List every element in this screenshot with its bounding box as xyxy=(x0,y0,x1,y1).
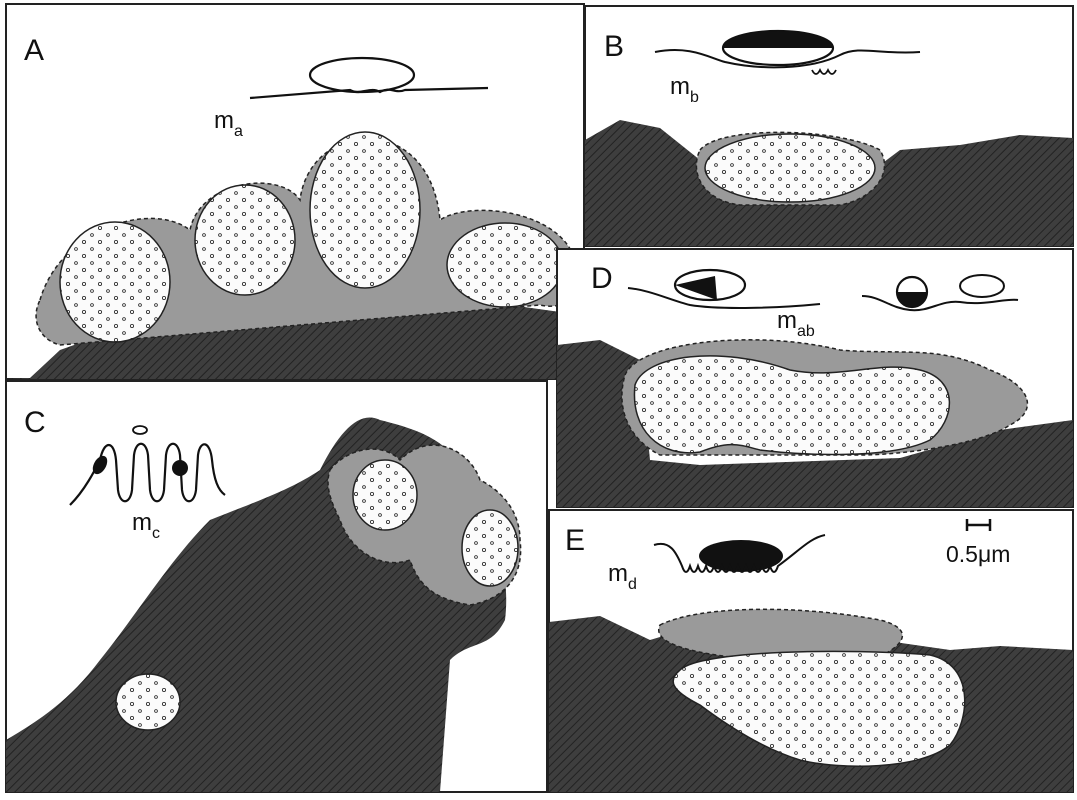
panel-d: D mab xyxy=(557,249,1073,507)
panel-a: A ma xyxy=(6,4,584,379)
axon xyxy=(195,185,295,295)
panel-letter: C xyxy=(24,406,46,439)
panel-letter: E xyxy=(565,524,585,557)
panel-letter: A xyxy=(24,34,44,67)
axon xyxy=(447,223,563,307)
panel-letter: B xyxy=(604,30,624,63)
panel-c: C mc xyxy=(6,381,547,792)
axon xyxy=(60,222,170,342)
scale-bar-label: 0.5μm xyxy=(946,541,1010,567)
panel-e: 0.5μm E md xyxy=(549,510,1073,792)
panel-b: B mb xyxy=(585,6,1073,246)
axon xyxy=(353,460,417,530)
axon xyxy=(462,510,518,586)
axon xyxy=(116,674,180,730)
axon xyxy=(705,134,875,202)
axon xyxy=(310,132,420,288)
panel-letter: D xyxy=(591,262,613,295)
axon xyxy=(634,356,949,455)
